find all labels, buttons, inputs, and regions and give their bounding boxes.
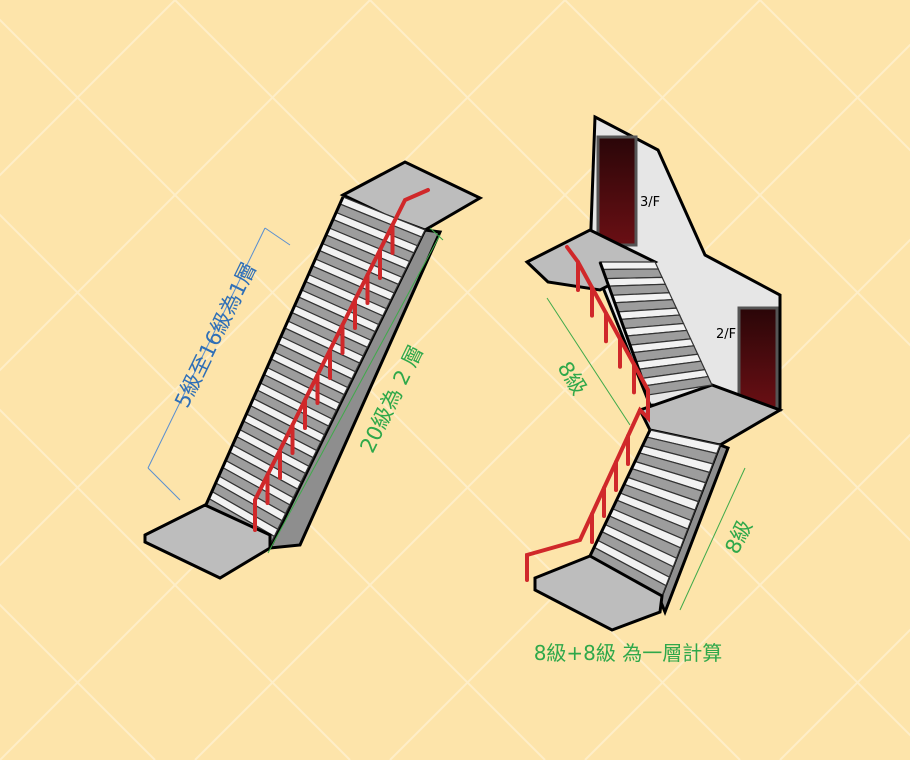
- left-staircase: 5級至16級為1層 20級為 2 層: [143, 160, 484, 580]
- grid-line: [0, 408, 351, 760]
- grid-line: [0, 0, 371, 372]
- grid-line: [564, 0, 910, 347]
- stair-edge: [588, 429, 652, 557]
- grid-line: [759, 0, 910, 152]
- right-caption: 8級+8級 為一層計算: [534, 641, 723, 665]
- right-dim-upper: [546, 297, 631, 426]
- left-dim-green-2: [429, 227, 444, 241]
- left-label-blue: 5級至16級為1層: [170, 258, 261, 411]
- grid-line: [0, 603, 156, 760]
- right-steps: [588, 261, 721, 597]
- left-dim-blue-1: [147, 227, 266, 469]
- right-handrail: [525, 245, 650, 582]
- stair-edge: [203, 196, 345, 508]
- door-2f: [737, 306, 779, 410]
- left-steps: [203, 196, 426, 546]
- step-tread: [599, 261, 660, 271]
- grid-line: [0, 213, 546, 760]
- left-stair-side: [267, 228, 443, 550]
- left-dim-green-1: [267, 234, 441, 554]
- right-dim-lower: [679, 467, 746, 611]
- grid-line: [0, 0, 761, 760]
- door-3f-label: 3/F: [640, 195, 660, 210]
- door-3f: [596, 135, 638, 247]
- grid-line: [194, 43, 910, 760]
- left-handrail: [253, 188, 430, 532]
- left-bottom-landing: [143, 503, 272, 580]
- door-2f-label: 2/F: [716, 327, 736, 342]
- right-staircase: 3/F 2/F 8級 8級 8級+8級 為一層計算: [524, 114, 784, 665]
- right-mid-landing: [637, 383, 784, 447]
- handrail-bar: [525, 245, 650, 582]
- grid-line: [0, 0, 566, 567]
- grid-line: [174, 0, 910, 737]
- right-label-upper: 8級: [553, 357, 592, 399]
- right-bottom-landing: [533, 554, 664, 632]
- left-dim-blue-3: [147, 467, 181, 501]
- grid-line: [0, 0, 176, 177]
- left-dim-blue-2: [264, 227, 291, 246]
- grid-line: [584, 433, 910, 760]
- grid-line: [779, 628, 910, 760]
